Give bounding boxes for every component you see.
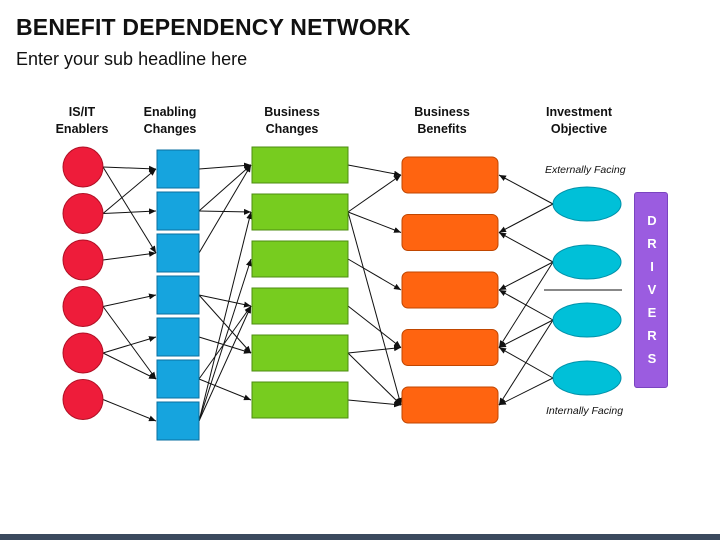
dependency-arrow <box>198 211 253 422</box>
dependency-arrow <box>198 162 252 170</box>
dependency-arrow <box>102 168 157 214</box>
column-header-enabling-changes: Enabling Changes <box>115 104 225 138</box>
dependency-arrow <box>198 378 252 401</box>
dependency-arrow <box>347 211 403 406</box>
dependency-arrow <box>102 293 157 307</box>
dependency-arrow <box>198 294 252 308</box>
column-header-line: Objective <box>550 122 608 136</box>
enabling-change-node <box>156 149 200 189</box>
column-header-line: Enablers <box>55 122 109 136</box>
dependency-arrow <box>198 305 252 422</box>
business-change-node <box>251 146 349 184</box>
business-change-node <box>251 287 349 325</box>
externally-facing-label: Externally Facing <box>545 164 626 176</box>
business-benefit-node <box>401 156 499 194</box>
dependency-arrow <box>102 250 157 261</box>
dependency-arrow <box>102 166 157 254</box>
dependency-arrow <box>102 306 157 380</box>
is-it-enabler-node <box>62 332 104 374</box>
dependency-arrow <box>498 377 554 406</box>
is-it-enabler-node <box>62 193 104 234</box>
business-benefit-node <box>401 329 499 366</box>
business-benefit-node <box>401 214 499 251</box>
dependency-arrow <box>498 203 554 233</box>
dependency-arrow <box>347 174 402 213</box>
is-it-enabler-node <box>62 379 104 420</box>
is-it-enabler-node <box>62 239 104 281</box>
dependency-arrow <box>102 165 157 172</box>
dependency-arrow <box>102 336 157 354</box>
dependency-arrow <box>498 347 554 379</box>
investment-objective-node <box>552 360 622 396</box>
column-header-line: Changes <box>265 122 319 136</box>
dependency-arrow <box>498 261 554 291</box>
column-header-business-benefits: Business Benefits <box>387 104 497 138</box>
business-benefit-node <box>401 386 499 424</box>
dependency-arrow <box>198 164 252 254</box>
column-header-line: Changes <box>143 122 197 136</box>
dependency-arrow <box>347 352 402 406</box>
drivers-letter: V <box>647 282 657 297</box>
business-change-node <box>251 193 349 231</box>
column-header-line: IS/IT <box>68 105 96 119</box>
dependency-arrow <box>102 399 157 422</box>
column-header-business-changes: Business Changes <box>237 104 347 138</box>
dependency-arrow <box>102 352 157 380</box>
enabling-change-node <box>156 359 200 399</box>
column-header-enablers: IS/IT Enablers <box>27 104 137 138</box>
column-header-investment-objective: Investment Objective <box>524 104 634 138</box>
drivers-letter: E <box>647 305 657 320</box>
dependency-arrow <box>198 258 252 422</box>
drivers-letter: S <box>647 351 657 366</box>
enabling-change-node <box>156 401 200 441</box>
dependency-arrow <box>347 211 402 233</box>
dependency-arrow <box>198 164 252 212</box>
drivers-letter: R <box>647 328 657 343</box>
column-header-line: Enabling <box>143 105 197 119</box>
footer-bar <box>0 534 720 540</box>
column-header-line: Business <box>414 105 470 119</box>
drivers-letter: D <box>647 213 657 228</box>
page-title: BENEFIT DEPENDENCY NETWORK <box>16 14 411 40</box>
business-change-node <box>251 240 349 278</box>
dependency-arrow <box>498 174 554 205</box>
enabling-change-node <box>156 317 200 357</box>
investment-objective-node <box>552 186 622 222</box>
investment-objective-node <box>552 302 622 338</box>
dependency-arrow <box>347 305 402 348</box>
page-subtitle: Enter your sub headline here <box>16 49 248 69</box>
dependency-arrow <box>347 164 402 177</box>
internally-facing-label: Internally Facing <box>546 405 624 417</box>
investment-objective-node <box>552 244 622 280</box>
dependency-arrow <box>198 305 252 380</box>
dependency-arrow <box>102 208 157 215</box>
business-benefit-node <box>401 271 499 309</box>
column-header-line: Benefits <box>417 122 467 136</box>
is-it-enabler-node <box>62 286 104 327</box>
business-change-node <box>251 381 349 419</box>
column-header-line: Investment <box>546 105 612 119</box>
drivers-letter: R <box>647 236 657 251</box>
enabling-change-node <box>156 275 200 315</box>
dependency-arrow <box>498 232 554 263</box>
dependency-arrow <box>198 336 252 354</box>
is-it-enabler-node <box>62 146 104 188</box>
enabling-change-node <box>156 233 200 273</box>
drivers-letter: I <box>650 259 654 274</box>
dependency-arrow <box>498 289 554 321</box>
business-change-node <box>251 334 349 372</box>
column-header-line: Business <box>264 105 320 119</box>
enabling-change-node <box>156 191 200 231</box>
dependency-arrow <box>347 345 402 354</box>
dependency-arrow <box>347 399 402 408</box>
dependency-arrow <box>347 258 402 291</box>
dependency-arrow <box>498 319 554 348</box>
dependency-arrow <box>198 208 252 215</box>
dependency-arrow <box>198 294 252 354</box>
